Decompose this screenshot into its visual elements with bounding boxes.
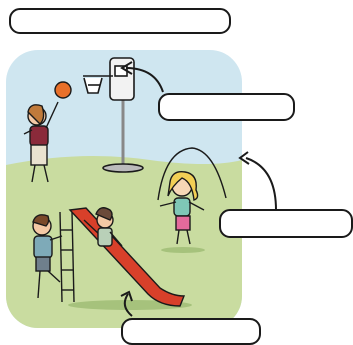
kid-on-slide [95, 207, 123, 247]
girl-throwing-ball [23, 101, 59, 183]
arrow-to-rope [245, 157, 277, 211]
arrow-to-slide [123, 293, 133, 317]
arrowhead-icon [120, 290, 133, 302]
arrowhead-icon [120, 61, 133, 75]
arrowhead-icon [238, 151, 250, 165]
slide-answer-box[interactable] [121, 318, 261, 345]
arrow-to-hoop [125, 67, 164, 93]
boy-climbing-ladder [32, 214, 63, 299]
basketball-icon [54, 81, 72, 99]
basketball-answer-box[interactable] [158, 93, 295, 121]
girl-jumping-rope [157, 147, 227, 253]
title-answer-box[interactable] [9, 8, 231, 34]
jump-rope-answer-box[interactable] [219, 209, 353, 238]
